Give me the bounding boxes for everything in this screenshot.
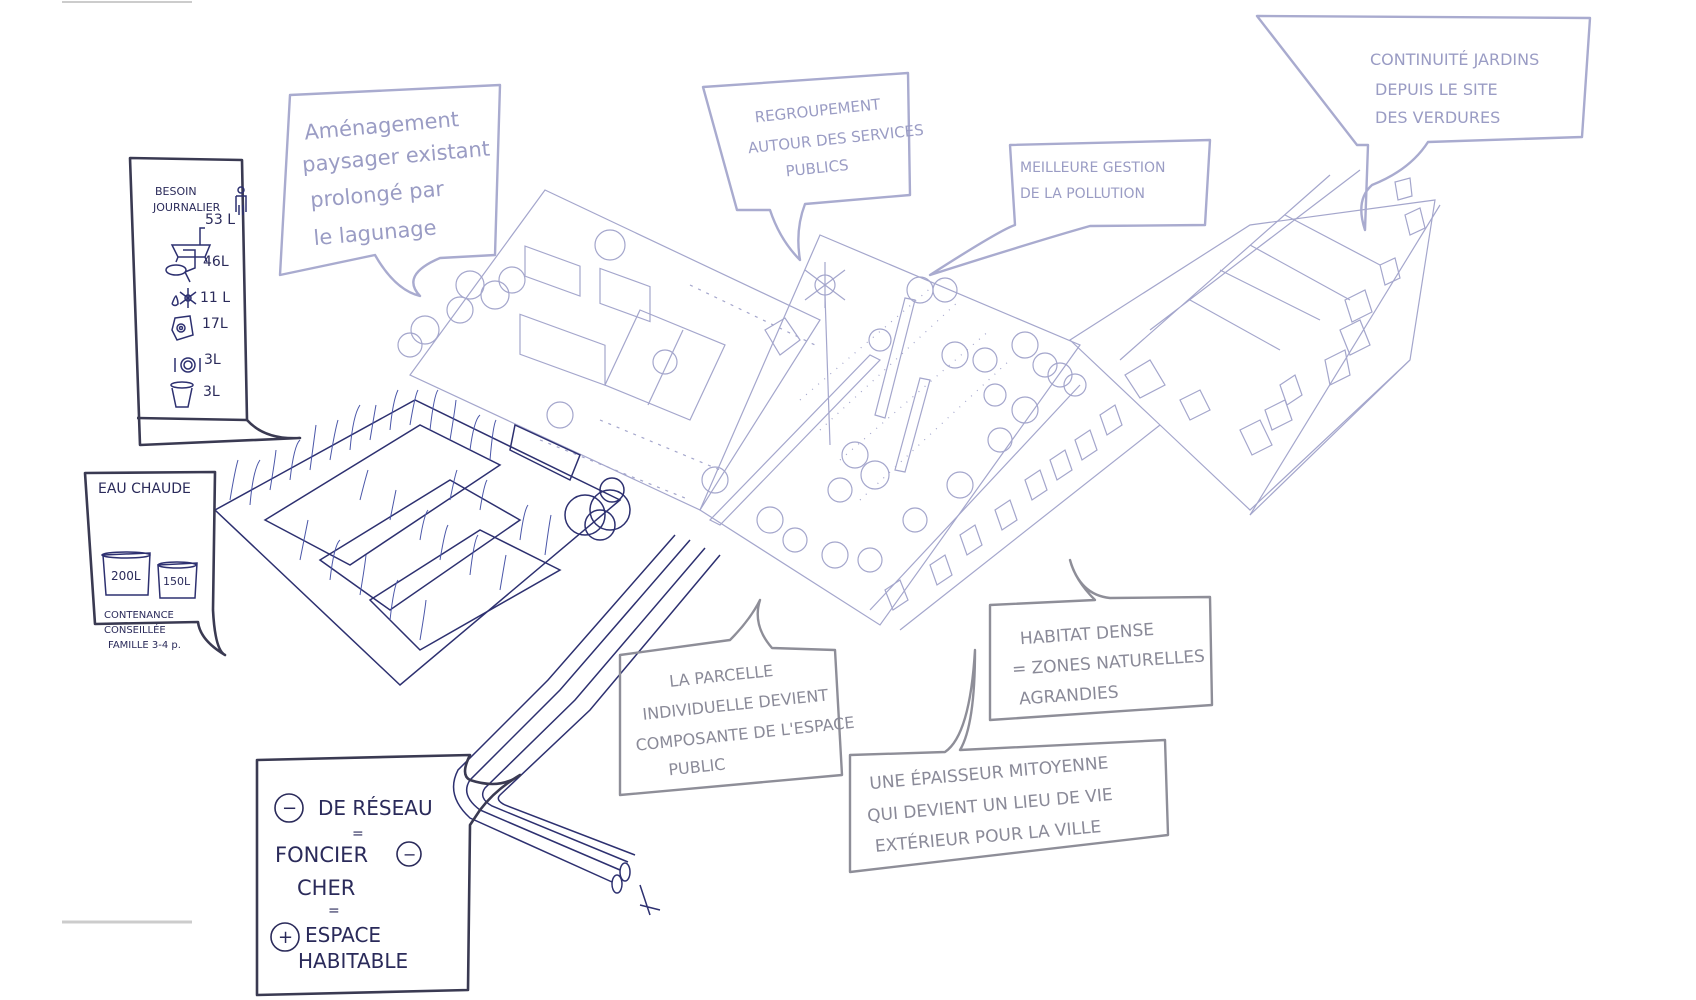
callout-landscape: Aménagement paysager existant prolongé p… (278, 83, 504, 298)
toilet-icon (165, 249, 196, 283)
svg-text:BESOIN JOURNALIER: BESOIN JOURNALIER (152, 185, 221, 214)
callout-parcel: LA PARCELLE INDIVIDUELLE DEVIENT COMPOSA… (618, 598, 863, 797)
svg-text:Aménagement paysager exi: Aménagement paysager existant prolongé p… (298, 104, 504, 251)
svg-text:11 L: 11 L (200, 290, 230, 306)
svg-text:=: = (352, 826, 364, 842)
daily-water-needs-panel: BESOIN JOURNALIER 53 L 46L 11 L 17L 3L 3… (128, 156, 302, 447)
network-land-panel: − DE RÉSEAU = FONCIER − CHER = + ESPACE … (255, 753, 522, 997)
svg-text:17L: 17L (202, 316, 228, 332)
callout-continuity: CONTINUITÉ JARDINS DEPUIS LE SITE DES VE… (1255, 14, 1592, 232)
svg-text:CHER: CHER (297, 876, 355, 900)
buildings (519, 245, 801, 387)
dishes-icon (174, 357, 201, 373)
svg-text:+: + (278, 927, 293, 948)
reeds (229, 389, 552, 641)
svg-text:HABITABLE: HABITABLE (298, 949, 408, 973)
svg-text:EAU CHAUDE: EAU CHAUDE (98, 481, 191, 497)
bucket-icon (170, 381, 194, 408)
callout-thickness: UNE ÉPAISSEUR MITOYENNE QUI DEVIENT UN L… (848, 648, 1170, 874)
flower-tree (564, 477, 631, 541)
minus-circle-icon: − (396, 841, 422, 867)
bathtub-icon (170, 227, 212, 263)
trees (397, 229, 1087, 573)
callout-pollution: MEILLEURE GESTION DE LA POLLUTION (928, 138, 1212, 277)
washing-machine-icon (171, 315, 194, 341)
hot-water-panel: EAU CHAUDE 200L 150L CONTENANCE CONSEILL… (83, 470, 227, 657)
callout-services: REGROUPEMENT AUTOUR DES SERVICES PUBLICS (701, 71, 932, 262)
parcel-services (409, 189, 821, 511)
boardwalks (708, 297, 931, 526)
svg-text:−: − (403, 845, 416, 864)
sports-field (604, 309, 726, 421)
svg-text:200L: 200L (111, 569, 141, 583)
svg-text:REGROUPEMENT AUTOUR DES: REGROUPEMENT AUTOUR DES SERVICES PUBLICS (744, 91, 932, 185)
svg-text:=: = (328, 903, 340, 919)
callout-dense: HABITAT DENSE = ZONES NATURELLES AGRANDI… (988, 558, 1214, 722)
svg-text:CONTENANCE CONSEILLÉE: CONTENANCE CONSEILLÉE FAMILLE 3-4 p. (104, 610, 181, 651)
network-pipes (452, 534, 721, 916)
svg-text:HABITAT DENSE = ZONES NA: HABITAT DENSE = ZONES NATURELLES AGRANDI… (1009, 616, 1213, 710)
hot-water-tank-icons (101, 551, 198, 599)
svg-text:FONCIER: FONCIER (275, 843, 368, 867)
minus-circle-icon: − (274, 793, 304, 823)
svg-text:−: − (282, 798, 297, 819)
svg-text:3L: 3L (203, 384, 220, 400)
row-houses (869, 169, 1426, 631)
parcel-park (699, 234, 1081, 626)
svg-text:MEILLEURE GESTION DE LA: MEILLEURE GESTION DE LA POLLUTION (1020, 160, 1170, 202)
lagoon-planted-beds (213, 389, 631, 687)
plus-circle-icon: + (270, 922, 300, 952)
svg-text:CONTINUITÉ JARDINS DEPUI: CONTINUITÉ JARDINS DEPUIS LE SITE DES VE… (1370, 50, 1544, 127)
svg-text:150L: 150L (163, 575, 191, 588)
svg-text:3L: 3L (204, 352, 221, 368)
svg-text:UNE ÉPAISSEUR MITOYENNE: UNE ÉPAISSEUR MITOYENNE QUI DEVIENT UN L… (863, 751, 1121, 858)
svg-text:DE RÉSEAU: DE RÉSEAU (318, 796, 433, 820)
svg-text:46L: 46L (203, 254, 229, 270)
svg-text:53 L: 53 L (205, 212, 235, 228)
flower-watering-icon (171, 288, 197, 308)
site-plan-drawing (397, 169, 1441, 631)
svg-text:ESPACE: ESPACE (305, 923, 381, 947)
svg-text:LA PARCELLE INDIVIDUELLE: LA PARCELLE INDIVIDUELLE DEVIENT COMPOSA… (628, 653, 863, 783)
person-icon (235, 186, 247, 215)
